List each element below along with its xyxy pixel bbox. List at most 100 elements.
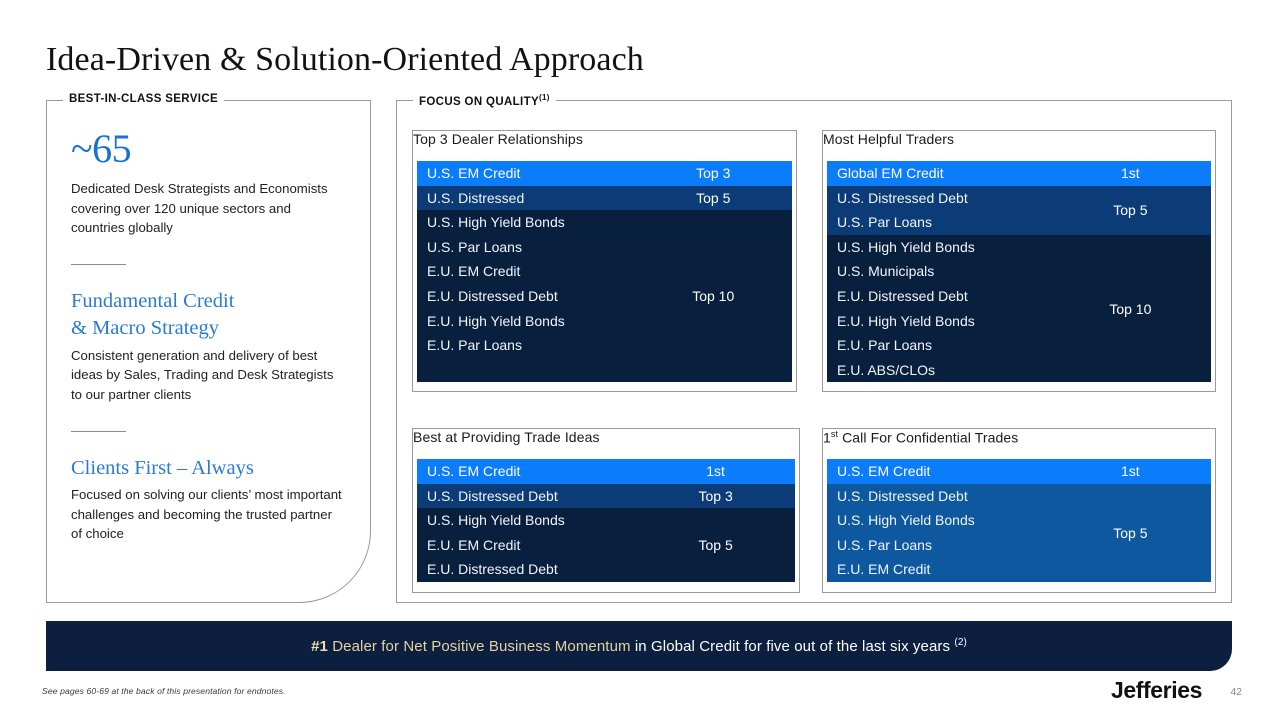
left-panel-body: ~65 Dedicated Desk Strategists and Econo… — [71, 127, 343, 544]
list-item: E.U. ABS/CLOs — [837, 361, 936, 378]
best-in-class-service-panel: BEST-IN-CLASS SERVICE ~65 Dedicated Desk… — [46, 93, 371, 603]
list-item: U.S. Par Loans — [837, 214, 932, 231]
list-item: E.U. High Yield Bonds — [837, 312, 975, 329]
block-description: Focused on solving our clients’ most imp… — [71, 487, 342, 542]
list-item: U.S. High Yield Bonds — [427, 214, 565, 231]
page-title: Idea-Driven & Solution-Oriented Approach — [46, 41, 644, 78]
rank-label: Top 3 — [698, 487, 733, 504]
banner-rank: #1 — [311, 638, 328, 655]
rank-table: U.S. EM Credit 1st U.S. Distressed Debt … — [827, 459, 1211, 586]
page-number: 42 — [1230, 686, 1242, 698]
block-description: Consistent generation and delivery of be… — [71, 347, 334, 402]
rank-label: Top 5 — [1113, 524, 1148, 541]
rank-table: U.S. EM Credit 1st U.S. Distressed Debt … — [417, 459, 795, 586]
rank-group-items: U.S. High Yield Bonds U.S. Par Loans E.U… — [417, 210, 635, 382]
rank-label: Top 5 — [698, 537, 733, 554]
rank-label: 1st — [1121, 463, 1140, 480]
rank-label: 1st — [706, 463, 725, 480]
rank-table: Global EM Credit 1st U.S. Distressed Deb… — [827, 161, 1211, 385]
rank-group-items: U.S. Distressed Debt U.S. High Yield Bon… — [827, 484, 1050, 582]
rank-group: U.S. Distressed Debt U.S. High Yield Bon… — [827, 483, 1211, 582]
rank-group-items: U.S. Distressed Debt U.S. Par Loans — [827, 186, 1050, 235]
block-heading-line-2: & Macro Strategy — [71, 317, 220, 340]
list-item: U.S. Par Loans — [837, 536, 932, 553]
rank-group: U.S. High Yield Bonds U.S. Municipals E.… — [827, 234, 1211, 383]
card-title: Most Helpful Traders — [823, 131, 955, 147]
list-item: U.S. High Yield Bonds — [427, 512, 565, 529]
list-item: U.S. EM Credit — [837, 463, 931, 479]
stat-block-fundamental-credit: Fundamental Credit & Macro Strategy Cons… — [71, 289, 343, 405]
list-item: E.U. EM Credit — [427, 536, 521, 553]
rank-group: U.S. EM Credit 1st — [827, 459, 1211, 484]
jefferies-logo: Jefferies — [1110, 677, 1202, 703]
rank-group: U.S. High Yield Bonds E.U. EM Credit E.U… — [417, 508, 795, 582]
rank-group: U.S. Distressed Debt Top 3 — [417, 483, 795, 509]
card-best-at-providing-trade-ideas: Best at Providing Trade Ideas U.S. EM Cr… — [412, 428, 800, 593]
rank-group-items: U.S. High Yield Bonds U.S. Municipals E.… — [827, 235, 1050, 383]
card-first-call-for-confidential-trades: 1st Call For Confidential Trades U.S. EM… — [822, 428, 1216, 593]
list-item: U.S. Distressed — [427, 189, 525, 206]
list-item: E.U. Distressed Debt — [427, 561, 558, 578]
stat-block-clients-first: Clients First – Always Focused on solvin… — [71, 456, 343, 544]
list-item: U.S. Distressed Debt — [837, 487, 968, 504]
rank-group-items: U.S. EM Credit — [417, 161, 635, 186]
stat-value: ~65 — [71, 126, 132, 171]
footnote: See pages 60-69 at the back of this pres… — [42, 686, 286, 696]
list-item: U.S. Par Loans — [427, 238, 522, 255]
divider-1 — [71, 263, 126, 265]
banner-rest: in Global Credit for five out of the las… — [630, 638, 955, 655]
group-spacer — [417, 358, 635, 382]
focus-panel-legend-text: FOCUS ON QUALITY — [419, 95, 539, 108]
focus-panel-legend-superscript: (1) — [538, 93, 550, 102]
card-title: Top 3 Dealer Relationships — [413, 131, 583, 147]
list-item: E.U. Distressed Debt — [427, 287, 558, 304]
rank-group: U.S. Distressed Debt U.S. Par Loans Top … — [827, 185, 1211, 235]
card-title-superscript: st — [830, 429, 839, 439]
rank-label: Top 3 — [696, 165, 731, 182]
block-heading: Clients First – Always — [71, 456, 254, 479]
rank-group-items: U.S. EM Credit — [417, 459, 636, 484]
card-title: 1st Call For Confidential Trades — [823, 429, 1215, 446]
list-item: E.U. Distressed Debt — [837, 287, 968, 304]
card-most-helpful-traders: Most Helpful Traders Global EM Credit 1s… — [822, 130, 1216, 392]
card-title-rest: Call For Confidential Trades — [838, 429, 1019, 446]
rank-label: 1st — [1121, 165, 1140, 182]
list-item: U.S. High Yield Bonds — [837, 238, 975, 255]
card-title-prefix: 1 — [823, 429, 831, 446]
banner-superscript: (2) — [954, 637, 967, 648]
banner-text: #1 Dealer for Net Positive Business Mome… — [311, 637, 967, 655]
rank-group-items: Global EM Credit — [827, 161, 1050, 186]
list-item: Global EM Credit — [837, 165, 944, 181]
rank-table: U.S. EM Credit Top 3 U.S. Distressed Top… — [417, 161, 792, 385]
stat-description: Dedicated Desk Strategists and Economist… — [71, 181, 328, 236]
rank-group: U.S. Distressed Top 5 — [417, 185, 792, 211]
rank-label: Top 5 — [1113, 202, 1148, 219]
rank-group-items: U.S. Distressed — [417, 186, 635, 211]
divider-2 — [71, 430, 126, 432]
rank-group-items: U.S. EM Credit — [827, 459, 1050, 484]
rank-label: Top 10 — [692, 287, 735, 304]
block-heading-line-1: Fundamental Credit — [71, 289, 235, 312]
list-item: E.U. High Yield Bonds — [427, 312, 565, 329]
rank-group: Global EM Credit 1st — [827, 161, 1211, 186]
momentum-banner: #1 Dealer for Net Positive Business Mome… — [46, 621, 1232, 671]
stat-block-dedicated-strategists: ~65 Dedicated Desk Strategists and Econo… — [71, 127, 343, 238]
rank-group: U.S. EM Credit Top 3 — [417, 161, 792, 186]
card-title: Best at Providing Trade Ideas — [413, 429, 600, 445]
rank-group-items: U.S. High Yield Bonds E.U. EM Credit E.U… — [417, 508, 636, 582]
list-item: U.S. Distressed Debt — [427, 487, 558, 504]
list-item: U.S. EM Credit — [427, 165, 521, 181]
rank-group: U.S. EM Credit 1st — [417, 459, 795, 484]
list-item: E.U. EM Credit — [427, 263, 521, 280]
banner-highlight: Dealer for Net Positive Business Momentu… — [327, 638, 631, 655]
list-item: E.U. EM Credit — [837, 561, 931, 578]
focus-on-quality-panel: FOCUS ON QUALITY(1) — [396, 93, 1232, 603]
list-item: E.U. Par Loans — [427, 337, 522, 354]
rank-group: U.S. High Yield Bonds U.S. Par Loans E.U… — [417, 210, 792, 382]
list-item: U.S. High Yield Bonds — [837, 512, 975, 529]
rank-label: Top 5 — [696, 189, 731, 206]
list-item: U.S. Distressed Debt — [837, 189, 968, 206]
left-panel-legend: BEST-IN-CLASS SERVICE — [63, 93, 224, 105]
list-item: E.U. Par Loans — [837, 337, 932, 354]
